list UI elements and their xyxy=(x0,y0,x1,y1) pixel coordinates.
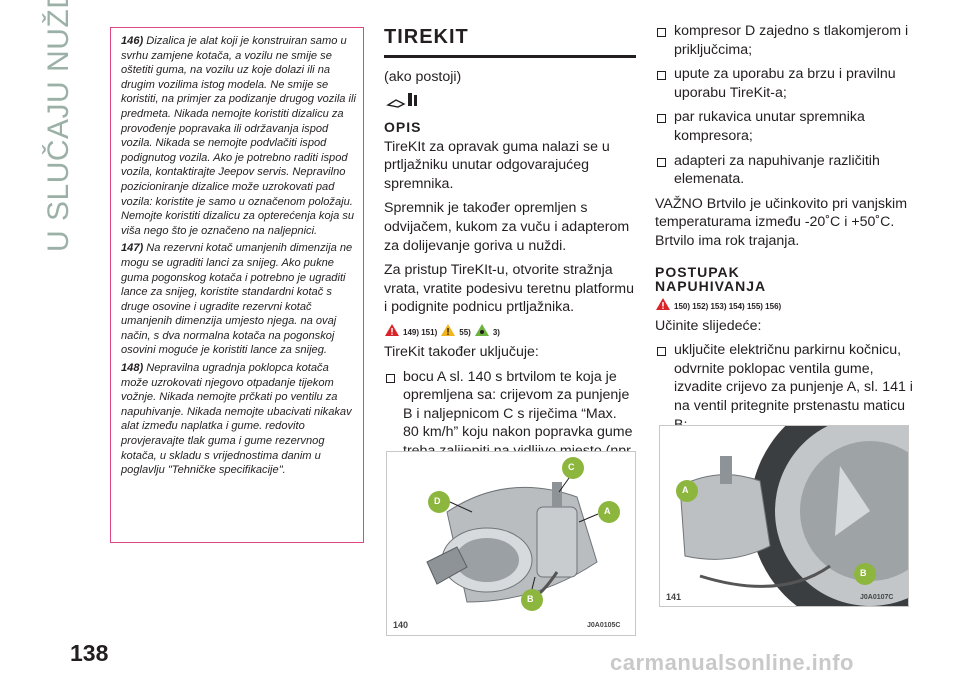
list-item: par rukavica unutar spremnika kompresora… xyxy=(655,108,915,145)
figure-code: J0A0107C xyxy=(860,594,894,601)
page-number: 138 xyxy=(70,640,109,666)
warning-notes-box: 146)Dizalica je alat koji je konstruiran… xyxy=(110,27,364,543)
environment-triangle-icon xyxy=(474,323,489,336)
opis-heading: OPIS xyxy=(384,118,422,135)
column-right: kompresor D zajedno s tlakomjerom i prik… xyxy=(655,22,915,440)
optional-equipment-icon xyxy=(386,91,636,114)
list-item: adapteri za napuhivanje različitih eleme… xyxy=(655,152,915,189)
warning-triangle-icon xyxy=(656,297,670,310)
list-item: uključite električnu parkirnu kočnicu, o… xyxy=(655,341,915,434)
warning-refs-row: 149) 151) 55) 3) xyxy=(384,323,636,337)
checkbox-bullet-icon xyxy=(657,28,666,37)
figure-code: J0A0105C xyxy=(587,622,621,629)
figure-141: A B 141 J0A0107C xyxy=(659,391,960,631)
figure-number: 141 xyxy=(666,592,682,602)
callout-b: B xyxy=(527,594,534,604)
important-note: VAŽNO Brtvilo je učinkovito pri vanjskim… xyxy=(655,195,908,249)
note-147: 147)Na rezervni kotač umanjenih dimenzij… xyxy=(121,242,353,357)
list-item: kompresor D zajedno s tlakomjerom i prik… xyxy=(655,22,915,59)
callout-d: D xyxy=(434,496,441,506)
paragraph-includes: TireKit također uključuje: xyxy=(384,343,539,360)
page-title: TIREKIT xyxy=(384,26,469,48)
figure-number: 140 xyxy=(393,620,409,630)
sidebar-section-title: U SLUČAJU NUŽDE xyxy=(14,0,84,252)
compressor-illustration xyxy=(387,452,635,635)
checkbox-bullet-icon xyxy=(657,157,666,167)
note-146: 146)Dizalica je alat koji je konstruiran… xyxy=(121,35,356,237)
paragraph-access: Za pristup TireKIt-u, otvorite stražnja … xyxy=(384,262,634,316)
checkbox-bullet-icon xyxy=(657,71,666,81)
callout-c: C xyxy=(568,462,575,472)
tire-valve-illustration xyxy=(660,391,960,631)
paragraph-steps: Učinite slijedeće: xyxy=(655,317,762,334)
column-middle: TIREKIT (ako postoji) OPIS TireKIt za op… xyxy=(384,26,636,485)
caution-triangle-icon xyxy=(441,323,456,336)
paragraph-intro: TireKIt za opravak guma nalazi se u prtl… xyxy=(384,138,610,192)
figure-140: C D A B 140 J0A0105C xyxy=(386,451,636,636)
checkbox-bullet-icon xyxy=(657,114,666,124)
availability-text: (ako postoji) xyxy=(384,69,462,85)
warning-refs-row-2: 150) 152) 153) 154) 155) 156) xyxy=(655,297,915,311)
checkbox-bullet-icon xyxy=(657,347,666,357)
callout-a: A xyxy=(604,506,611,516)
watermark-text: carmanualsonline.info xyxy=(610,650,854,675)
paragraph-container: Spremnik je također opremljen s odvijače… xyxy=(384,200,630,254)
postupak-heading: POSTUPAK NAPUHIVANJA xyxy=(655,263,767,294)
warning-triangle-icon xyxy=(385,323,399,336)
list-item: upute za uporabu za brzu i pravilnu upor… xyxy=(655,65,915,102)
callout-b: B xyxy=(860,568,867,578)
checkbox-bullet-icon xyxy=(386,373,395,383)
note-148: 148)Nepravilna ugradnja poklopca kotača … xyxy=(121,362,352,477)
section-title-text: U SLUČAJU NUŽDE xyxy=(42,0,75,252)
title-rule xyxy=(384,55,636,58)
callout-a: A xyxy=(682,485,689,495)
